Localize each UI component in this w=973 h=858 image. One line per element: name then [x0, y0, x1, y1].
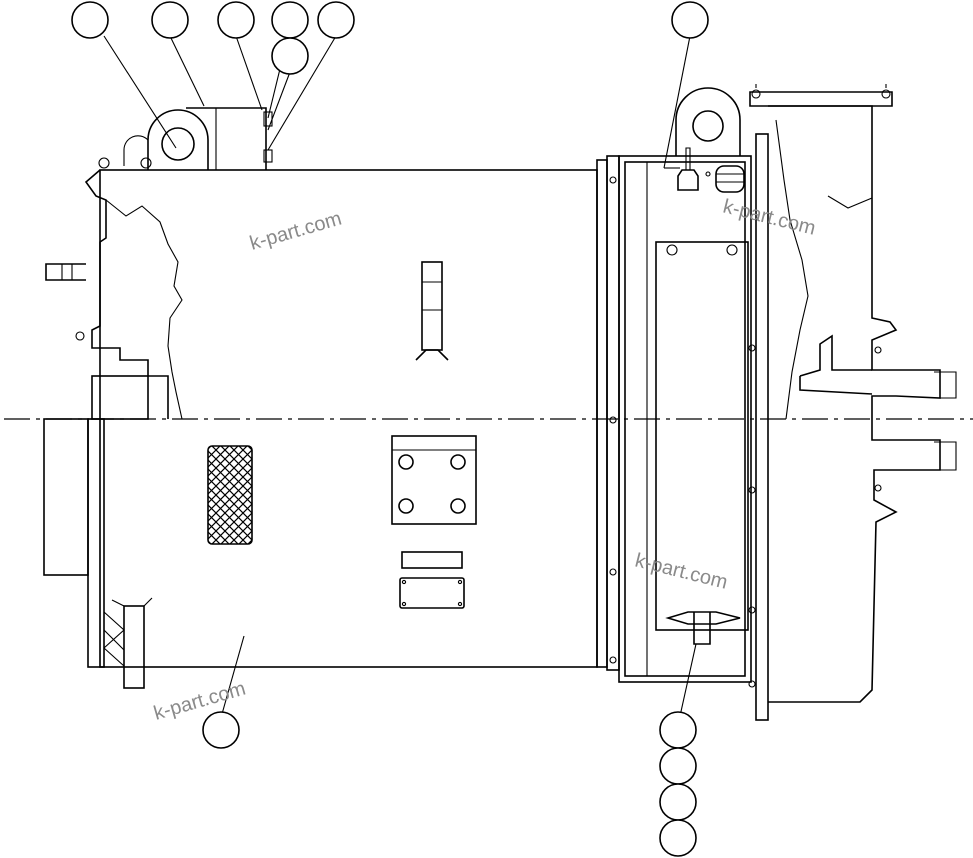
label-strip: [401, 551, 463, 569]
name-plate: [399, 577, 465, 609]
callout-bubble: [659, 783, 697, 821]
callout-bubble: [202, 711, 240, 749]
watermark: k-part.com: [721, 196, 818, 240]
callout-bubble: [671, 1, 709, 39]
callout-bubble: [659, 819, 697, 857]
callout-bubble: [317, 1, 355, 39]
callout-bubble: [151, 1, 189, 39]
filter-screen: [207, 445, 253, 545]
callout-bubble: [71, 1, 109, 39]
output-housing: [749, 84, 957, 721]
callout-bubble: [659, 711, 697, 749]
callout-bubble: [659, 747, 697, 785]
cover-plate: [391, 435, 477, 525]
level-gauge: [415, 261, 449, 361]
callout-bubble: [271, 1, 309, 39]
callout-bubble: [217, 1, 255, 39]
callout-bubble: [271, 37, 309, 75]
main-housing: [43, 107, 598, 689]
flange-assembly: [596, 87, 756, 688]
watermark: k-part.com: [247, 208, 344, 255]
